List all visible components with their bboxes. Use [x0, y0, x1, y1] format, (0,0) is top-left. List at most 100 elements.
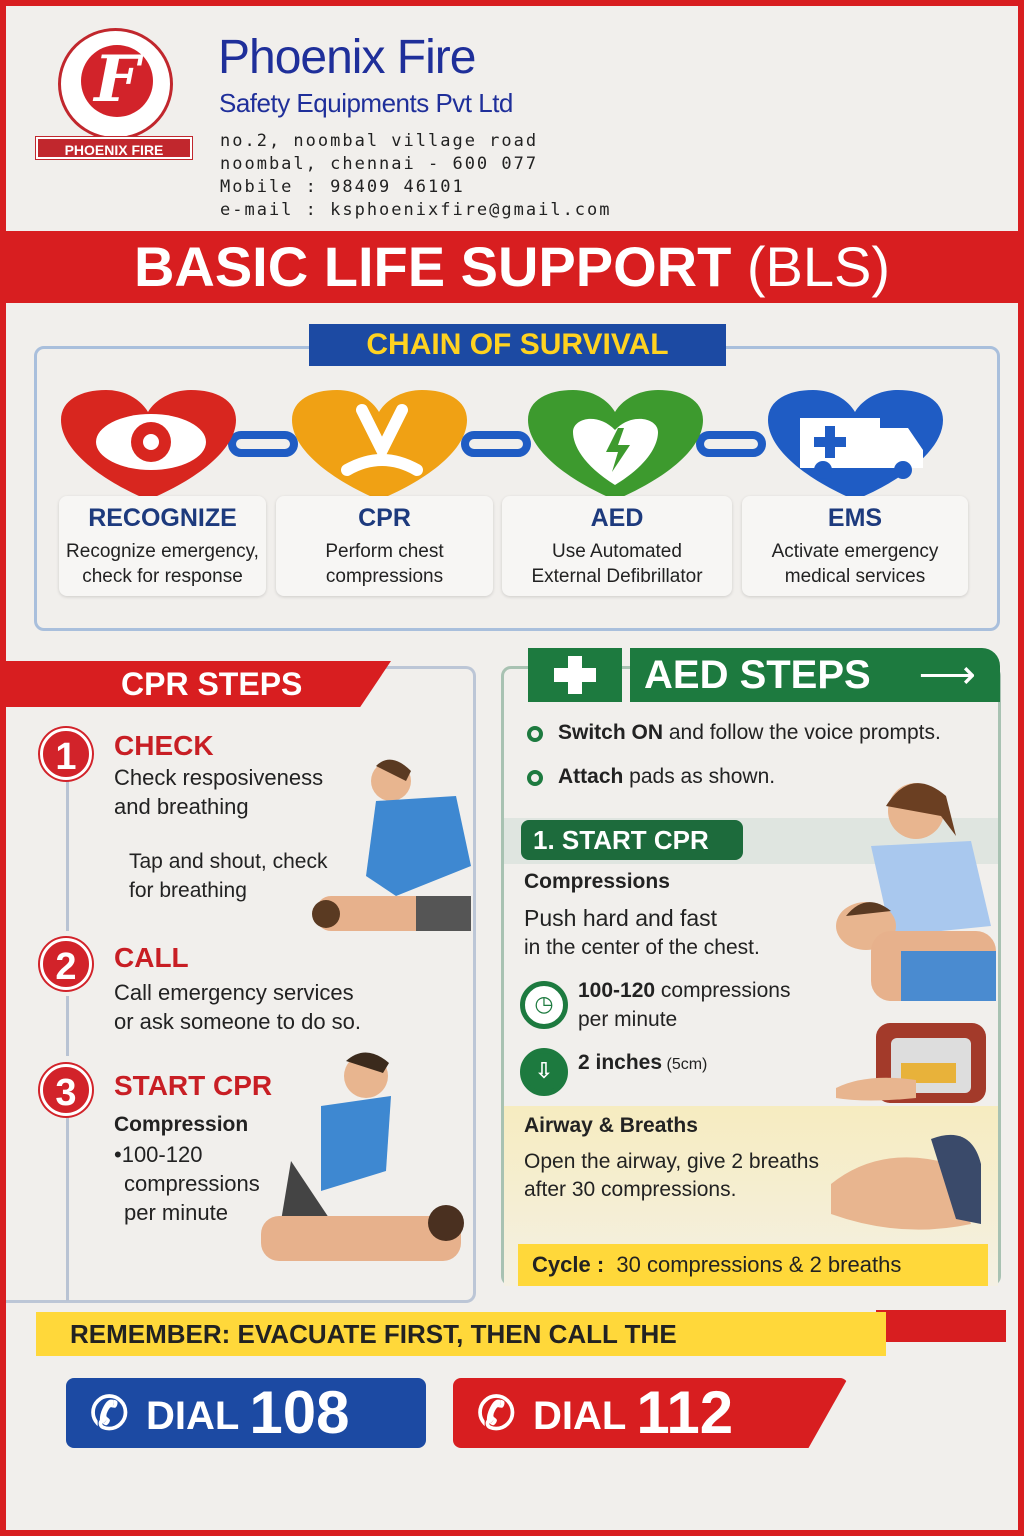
chain-card-cpr: CPR Perform chest compressions	[276, 496, 493, 596]
cycle-text: 30 compressions & 2 breaths	[616, 1252, 902, 1277]
chain-title: CHAIN OF SURVIVAL	[309, 324, 726, 366]
compression-depth: 2 inches (5cm)	[578, 1051, 707, 1075]
rescue-breath-illustration	[831, 1134, 981, 1230]
start-cpr-label: 1. START CPR	[521, 820, 743, 860]
step-text-line: Call emergency services	[114, 980, 354, 1005]
card-text: Recognize emergency,check for response	[59, 539, 266, 589]
main-title-abbr: (BLS)	[746, 235, 891, 298]
arrow-right-icon: ⟶	[918, 653, 976, 697]
bold-text: Switch ON	[558, 721, 664, 744]
step-text-line: Check resposiveness	[114, 765, 324, 790]
dial-number: 108	[249, 1379, 350, 1446]
phone-icon: ✆	[90, 1387, 129, 1439]
step-text-line: and breathing	[114, 794, 249, 819]
card-text-line: External Defibrillator	[531, 566, 703, 587]
banner-accent	[876, 1310, 1006, 1342]
contact-info: no.2, noombal village road noombal, chen…	[220, 130, 612, 222]
bold-text: 100-120	[578, 979, 656, 1002]
dial-label: DIAL	[146, 1394, 240, 1438]
card-text-line: compressions	[325, 566, 444, 587]
card-text-line: Perform chest	[325, 541, 444, 562]
text-line: per minute	[578, 1008, 678, 1031]
card-text-line: Activate emergency	[771, 541, 939, 562]
address-line: noombal, chennai - 600 077	[220, 154, 539, 174]
bold-text: 2 inches	[578, 1051, 663, 1074]
step-text: •100-120 compressions per minute	[114, 1140, 260, 1227]
aed-device-illustration	[836, 1023, 986, 1103]
text: (5cm)	[662, 1056, 708, 1073]
card-text: Activate emergency medical services	[742, 539, 968, 589]
check-responsiveness-illustration	[312, 759, 471, 931]
chain-link-icon	[461, 431, 531, 457]
step-connector	[66, 781, 69, 931]
text-line: Push hard and fast	[524, 905, 718, 931]
bold-text: Attach	[558, 765, 624, 788]
card-text-line: Use Automated	[552, 541, 682, 562]
push-instructions: Push hard and fast in the center of the c…	[524, 903, 760, 963]
airway-heading: Airway & Breaths	[524, 1114, 698, 1137]
main-title-banner: BASIC LIFE SUPPORT (BLS)	[6, 231, 1018, 303]
aed-title-text: AED STEPS	[644, 653, 871, 697]
step-text: Call emergency services or ask someone to…	[114, 978, 361, 1036]
first-aid-cross-icon	[528, 648, 622, 702]
chain-card-ems: EMS Activate emergency medical services	[742, 496, 968, 596]
aed-step-switch-on: Switch ON and follow the voice prompts.	[558, 721, 941, 745]
ambulance-icon	[768, 390, 943, 500]
bullet-icon	[527, 726, 543, 742]
company-name: Phoenix Fire	[218, 31, 476, 84]
cpr-compression-illustration	[261, 1052, 464, 1261]
mobile-number: Mobile : 98409 46101	[220, 177, 465, 197]
aed-steps-title: AED STEPS ⟶	[630, 648, 1000, 702]
dial-number: 112	[636, 1379, 734, 1446]
text-line: Open the airway, give 2 breaths	[524, 1150, 819, 1173]
email-address: e-mail : ksphoenixfire@gmail.com	[220, 200, 612, 220]
dial-label: DIAL	[533, 1394, 627, 1438]
step-note: Tap and shout, check for breathing	[129, 847, 327, 905]
down-arrow-icon: ⇩	[520, 1048, 568, 1096]
phone-icon: ✆	[477, 1387, 516, 1439]
cycle-label: Cycle :	[532, 1252, 605, 1277]
chain-link-icon	[696, 431, 766, 457]
remember-banner: REMEMBER: EVACUATE FIRST, THEN CALL THE	[36, 1312, 886, 1356]
card-title: CPR	[358, 504, 411, 532]
card-text-line: medical services	[784, 566, 926, 587]
card-title: EMS	[827, 504, 883, 532]
text: and follow the voice prompts.	[663, 721, 941, 744]
step-text: Check resposiveness and breathing	[114, 763, 323, 821]
card-title: AED	[590, 504, 644, 532]
logo-label: PHOENIX FIRE	[35, 136, 193, 160]
address-line: no.2, noombal village road	[220, 131, 539, 151]
card-text-line: check for response	[82, 566, 243, 587]
hands-icon	[292, 390, 467, 500]
step-text-line: or ask someone to do so.	[114, 1009, 362, 1034]
step-title: CHECK	[114, 730, 214, 761]
eye-icon	[61, 390, 236, 500]
step-title: START CPR	[114, 1070, 273, 1101]
company-logo: F	[58, 28, 173, 140]
step-number: 1	[40, 728, 92, 780]
text-line: in the center of the chest.	[524, 936, 760, 959]
step-number: 2	[40, 938, 92, 990]
step-text-line: compressions	[124, 1171, 260, 1196]
compressions-heading: Compressions	[524, 870, 670, 893]
step-number: 3	[40, 1064, 92, 1116]
step-note-line: Tap and shout, check	[129, 850, 328, 873]
bullet-icon	[527, 770, 543, 786]
step-connector	[66, 1116, 69, 1301]
step-text-line: per minute	[124, 1200, 228, 1225]
step-note-line: for breathing	[129, 879, 247, 902]
step-subtitle: Compression	[114, 1113, 249, 1136]
step-text-line: •100-120	[114, 1142, 203, 1167]
chain-link-icon	[228, 431, 298, 457]
card-text: Perform chest compressions	[276, 539, 493, 589]
step-connector	[66, 996, 69, 1056]
heart-bolt-icon	[528, 390, 703, 500]
clock-icon: ◷	[520, 981, 568, 1029]
